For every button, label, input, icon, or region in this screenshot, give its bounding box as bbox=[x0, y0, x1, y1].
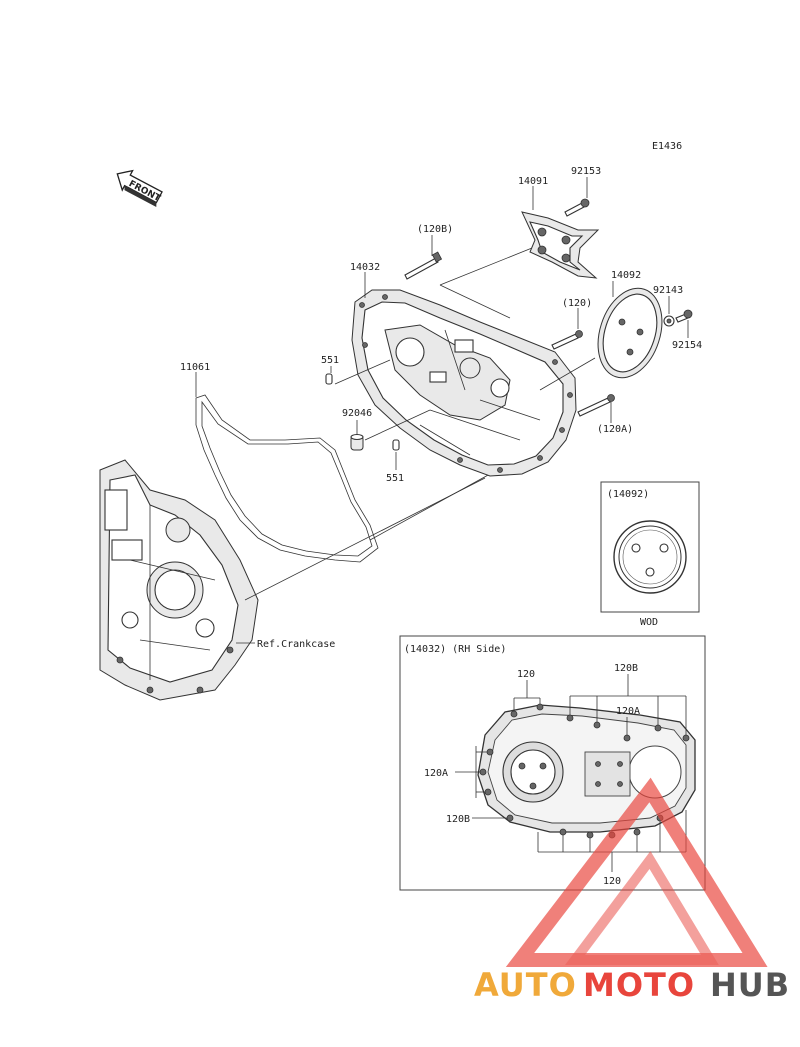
gasket bbox=[195, 394, 379, 563]
dowel-pin-551-bottom bbox=[392, 439, 400, 451]
label-551-bottom: 551 bbox=[386, 473, 404, 484]
label-120b-paren: (120B) bbox=[417, 224, 453, 235]
inset-label-120-top: 120 bbox=[517, 669, 535, 680]
dowel-pin-551-top bbox=[325, 373, 333, 385]
svg-text:MOTO: MOTO bbox=[583, 966, 695, 1004]
inset-14092: (14092) WOD bbox=[600, 481, 700, 628]
inset-label-120b-left: 120B bbox=[446, 814, 470, 825]
label-14092: 14092 bbox=[611, 270, 641, 281]
label-14032: 14032 bbox=[350, 262, 380, 273]
panel-14091 bbox=[521, 211, 600, 279]
round-cover-14092 bbox=[597, 287, 663, 379]
front-arrow-icon: FRONT bbox=[116, 169, 163, 208]
label-92046: 92046 bbox=[342, 408, 372, 419]
inset-14092-title: (14092) bbox=[607, 489, 649, 500]
inset-14032-title: (14032) (RH Side) bbox=[404, 644, 506, 655]
bolt-92153 bbox=[564, 198, 590, 217]
watermark-text: AUTO MOTO HUB bbox=[474, 966, 790, 1004]
label-92143: 92143 bbox=[653, 285, 683, 296]
label-92154: 92154 bbox=[672, 340, 702, 351]
label-120-paren: (120) bbox=[562, 298, 592, 309]
svg-text:AUTO: AUTO bbox=[474, 966, 577, 1004]
svg-text:HUB: HUB bbox=[710, 966, 790, 1004]
inset-14032: (14032) (RH Side) bbox=[399, 635, 706, 891]
bolt-120b bbox=[404, 251, 443, 280]
crankcase bbox=[99, 459, 259, 701]
label-92153: 92153 bbox=[571, 166, 601, 177]
ref-crankcase-label: Ref.Crankcase bbox=[257, 639, 335, 650]
bolt-120 bbox=[551, 330, 583, 350]
bolt-92154 bbox=[675, 309, 693, 323]
label-11061: 11061 bbox=[180, 362, 210, 373]
outer-cover bbox=[351, 289, 577, 477]
bushing-92046 bbox=[350, 433, 364, 451]
bolt-120a bbox=[577, 394, 615, 417]
diagram-code: E1436 bbox=[652, 141, 682, 152]
label-14091: 14091 bbox=[518, 176, 548, 187]
inset-label-120-bottom: 120 bbox=[603, 876, 621, 887]
inset-14092-note: WOD bbox=[640, 617, 658, 628]
inset-label-120b-top: 120B bbox=[614, 663, 638, 674]
washer-92143 bbox=[663, 315, 675, 327]
label-120a-paren: (120A) bbox=[597, 424, 633, 435]
inset-label-120a-right: 120A bbox=[616, 706, 640, 717]
inset-label-120a-left: 120A bbox=[424, 768, 448, 779]
watermark-logo bbox=[505, 777, 768, 967]
label-551-top: 551 bbox=[321, 355, 339, 366]
